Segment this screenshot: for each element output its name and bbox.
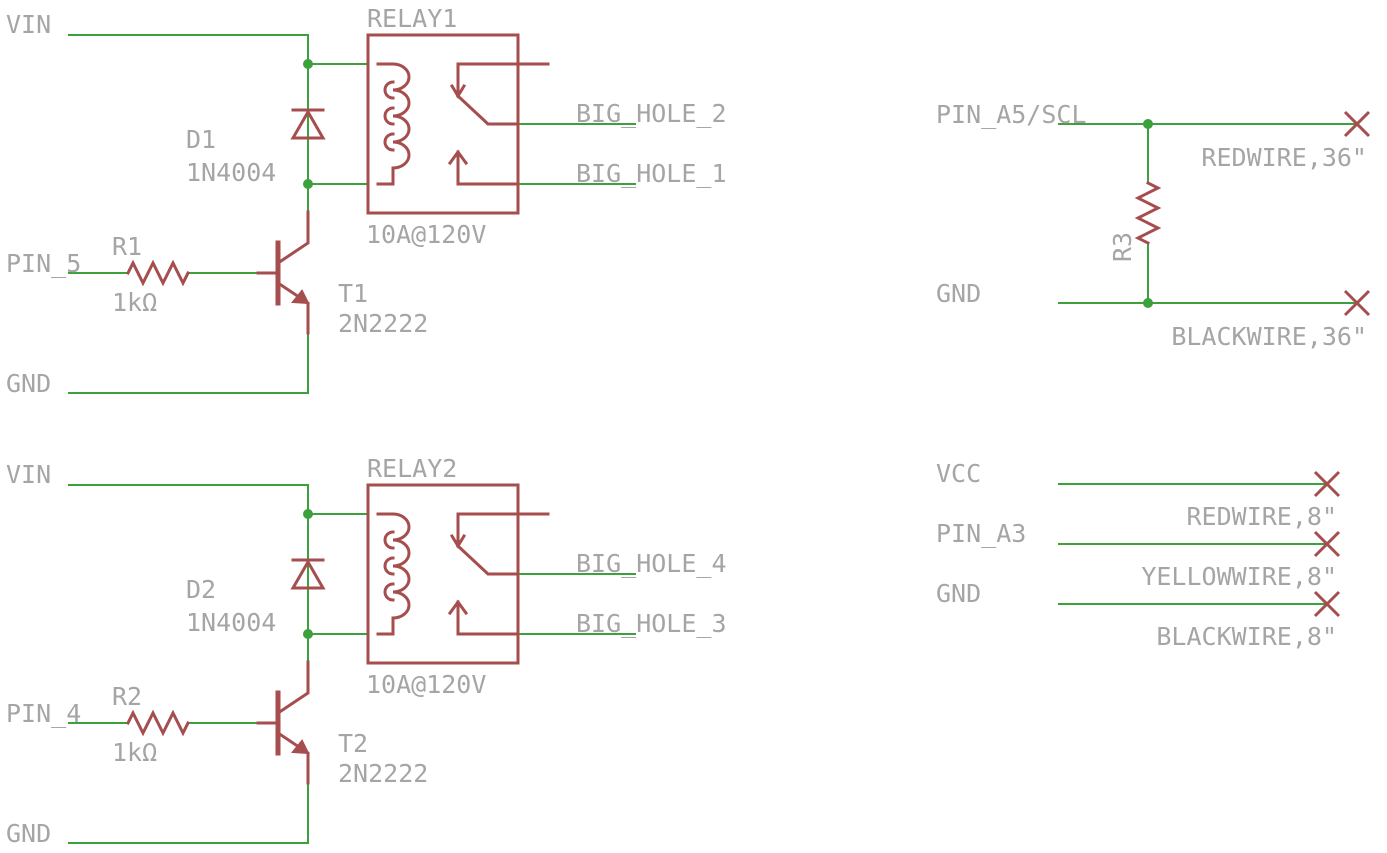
pin-a5-scl-label: PIN_A5/SCL (936, 100, 1087, 129)
blackwire-8-label: BLACKWIRE,8" (1156, 622, 1337, 651)
relay1-rating: 10A@120V (366, 220, 486, 249)
pullup-circuit: PIN_A5/SCL R3 GND REDWIRE,36" BLACKWIRE,… (936, 100, 1371, 351)
junction-dot (303, 179, 313, 189)
diode1-net (307, 64, 368, 185)
pin5-label: PIN_5 (6, 249, 81, 278)
junction-dot (1143, 298, 1153, 308)
diode-d1-symbol (290, 108, 326, 140)
no-connect-icon (1313, 470, 1341, 498)
resistor-r3-symbol (1134, 180, 1162, 246)
transistor-t1-name: T1 (338, 279, 368, 308)
vin-net-2 (68, 484, 368, 515)
relay2-name: RELAY2 (367, 454, 457, 483)
redwire-36-label: REDWIRE,36" (1201, 143, 1367, 172)
relay1-circuit: VIN RELAY1 10A@120V BIG_HOLE_2 BIG_HOLE_… (6, 4, 727, 398)
resistor-r1-name: R1 (112, 232, 142, 261)
vcc-label: VCC (936, 459, 981, 488)
big-hole-2-label: BIG_HOLE_2 (576, 99, 727, 128)
diode-d1-name: D1 (186, 125, 216, 154)
diode-d2-value: 1N4004 (186, 608, 276, 637)
vin-net-1 (68, 34, 368, 65)
no-connect-icon (1343, 110, 1371, 138)
resistor-r2-symbol (125, 709, 191, 737)
relay1-symbol (366, 33, 550, 215)
no-connect-icon (1313, 590, 1341, 618)
transistor-t2-value: 2N2222 (338, 759, 428, 788)
gnd-net-2 (68, 783, 309, 844)
gnd-label-2: GND (6, 819, 51, 848)
gnd-label-4: GND (936, 579, 981, 608)
big-hole-1-label: BIG_HOLE_1 (576, 159, 727, 188)
resistor-r2-name: R2 (112, 682, 142, 711)
resistor-r1-symbol (125, 259, 191, 287)
diode-d1-value: 1N4004 (186, 158, 276, 187)
no-connect-icon (1313, 530, 1341, 558)
diode2-net (307, 514, 368, 635)
gnd-net-1 (68, 333, 309, 394)
resistor-r3-name: R3 (1108, 232, 1137, 262)
vin-label-1: VIN (6, 10, 51, 39)
big-hole-3-label: BIG_HOLE_3 (576, 609, 727, 638)
junction-dot (303, 59, 313, 69)
pin-a3-label: PIN_A3 (936, 519, 1026, 548)
pin4-label: PIN_4 (6, 699, 81, 728)
junction-dot (303, 629, 313, 639)
relay2-symbol (366, 483, 550, 665)
connector-wires: VCC PIN_A3 GND REDWIRE,8" YELLOWWIRE,8" … (936, 459, 1341, 651)
diode-d2-symbol (290, 558, 326, 590)
no-connect-icon (1343, 289, 1371, 317)
relay2-rating: 10A@120V (366, 670, 486, 699)
diode-d2-name: D2 (186, 575, 216, 604)
relay2-circuit: VIN RELAY2 10A@120V BIG_HOLE_4 BIG_HOLE_… (6, 454, 727, 848)
junction-dot (303, 509, 313, 519)
blackwire-36-label: BLACKWIRE,36" (1171, 322, 1367, 351)
gnd-label-1: GND (6, 369, 51, 398)
yellowwire-8-label: YELLOWWIRE,8" (1141, 562, 1337, 591)
resistor-r1-value: 1kΩ (112, 288, 157, 317)
gnd-label-3: GND (936, 279, 981, 308)
transistor-t1-value: 2N2222 (338, 309, 428, 338)
big-hole-4-label: BIG_HOLE_4 (576, 549, 727, 578)
vin-label-2: VIN (6, 460, 51, 489)
redwire-8-label: REDWIRE,8" (1186, 502, 1337, 531)
relay1-name: RELAY1 (367, 4, 457, 33)
transistor-t2-name: T2 (338, 729, 368, 758)
junction-dot (1143, 119, 1153, 129)
transistor-t2-symbol (256, 660, 310, 785)
transistor-t1-symbol (256, 210, 310, 335)
resistor-r2-value: 1kΩ (112, 738, 157, 767)
